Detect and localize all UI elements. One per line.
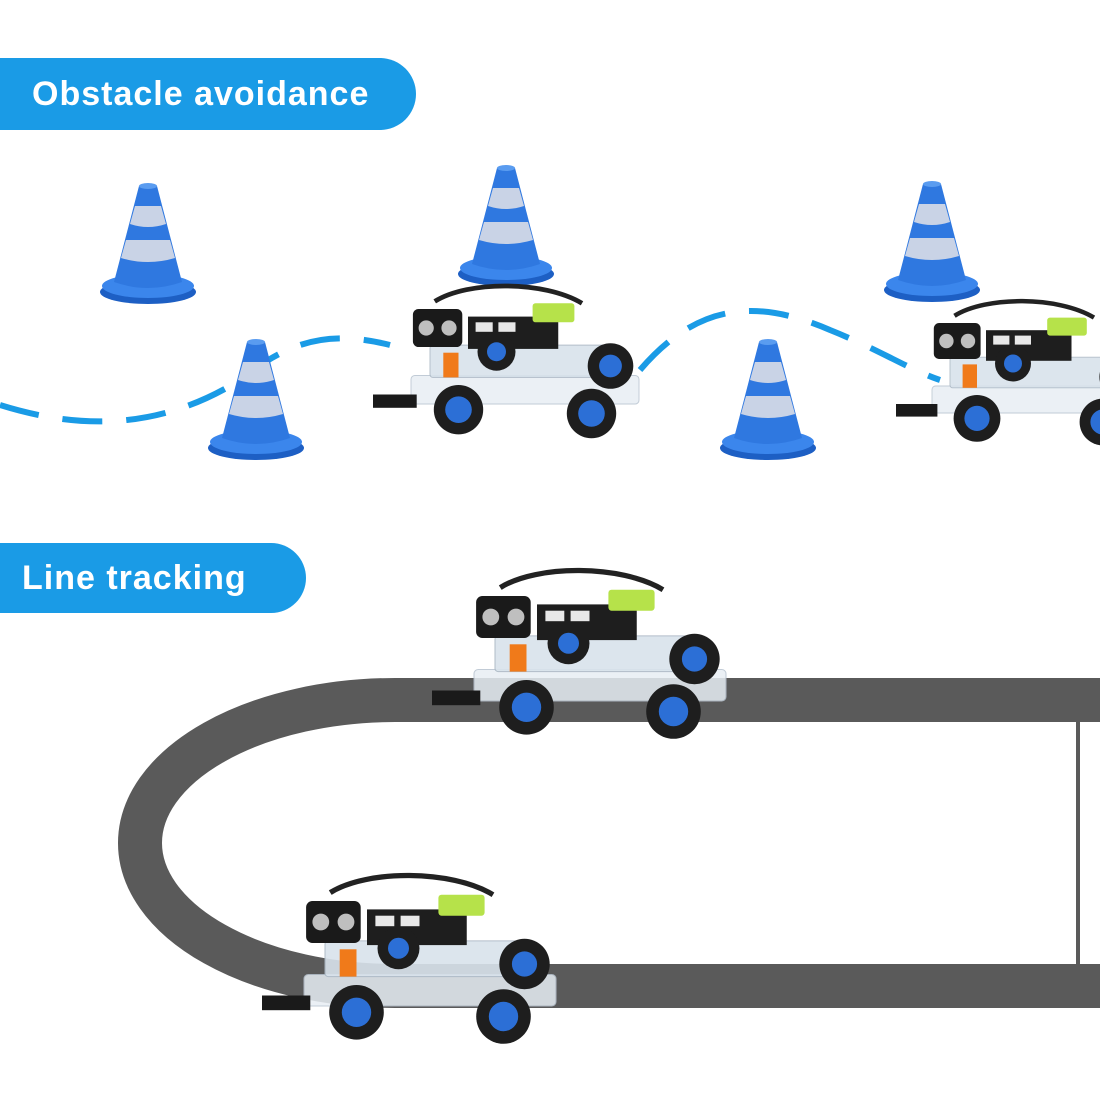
avoidance-path-left bbox=[0, 335, 391, 425]
traffic-cone-icon bbox=[208, 339, 304, 460]
traffic-cone-icon bbox=[884, 181, 980, 302]
avoidance-path-right bbox=[637, 308, 941, 383]
tracking-line bbox=[118, 678, 1100, 1008]
robot-car-obstacle-2 bbox=[896, 301, 1100, 445]
obstacle-avoidance-title: Obstacle avoidance bbox=[32, 74, 370, 113]
robot-car-obstacle-1 bbox=[373, 286, 639, 438]
line-tracking-title: Line tracking bbox=[22, 558, 247, 597]
line-tracking-banner: Line tracking bbox=[0, 543, 306, 613]
traffic-cone-icon bbox=[100, 183, 196, 304]
traffic-cone-icon bbox=[720, 339, 816, 460]
obstacle-avoidance-banner: Obstacle avoidance bbox=[0, 58, 416, 130]
traffic-cone-icon bbox=[458, 165, 554, 286]
